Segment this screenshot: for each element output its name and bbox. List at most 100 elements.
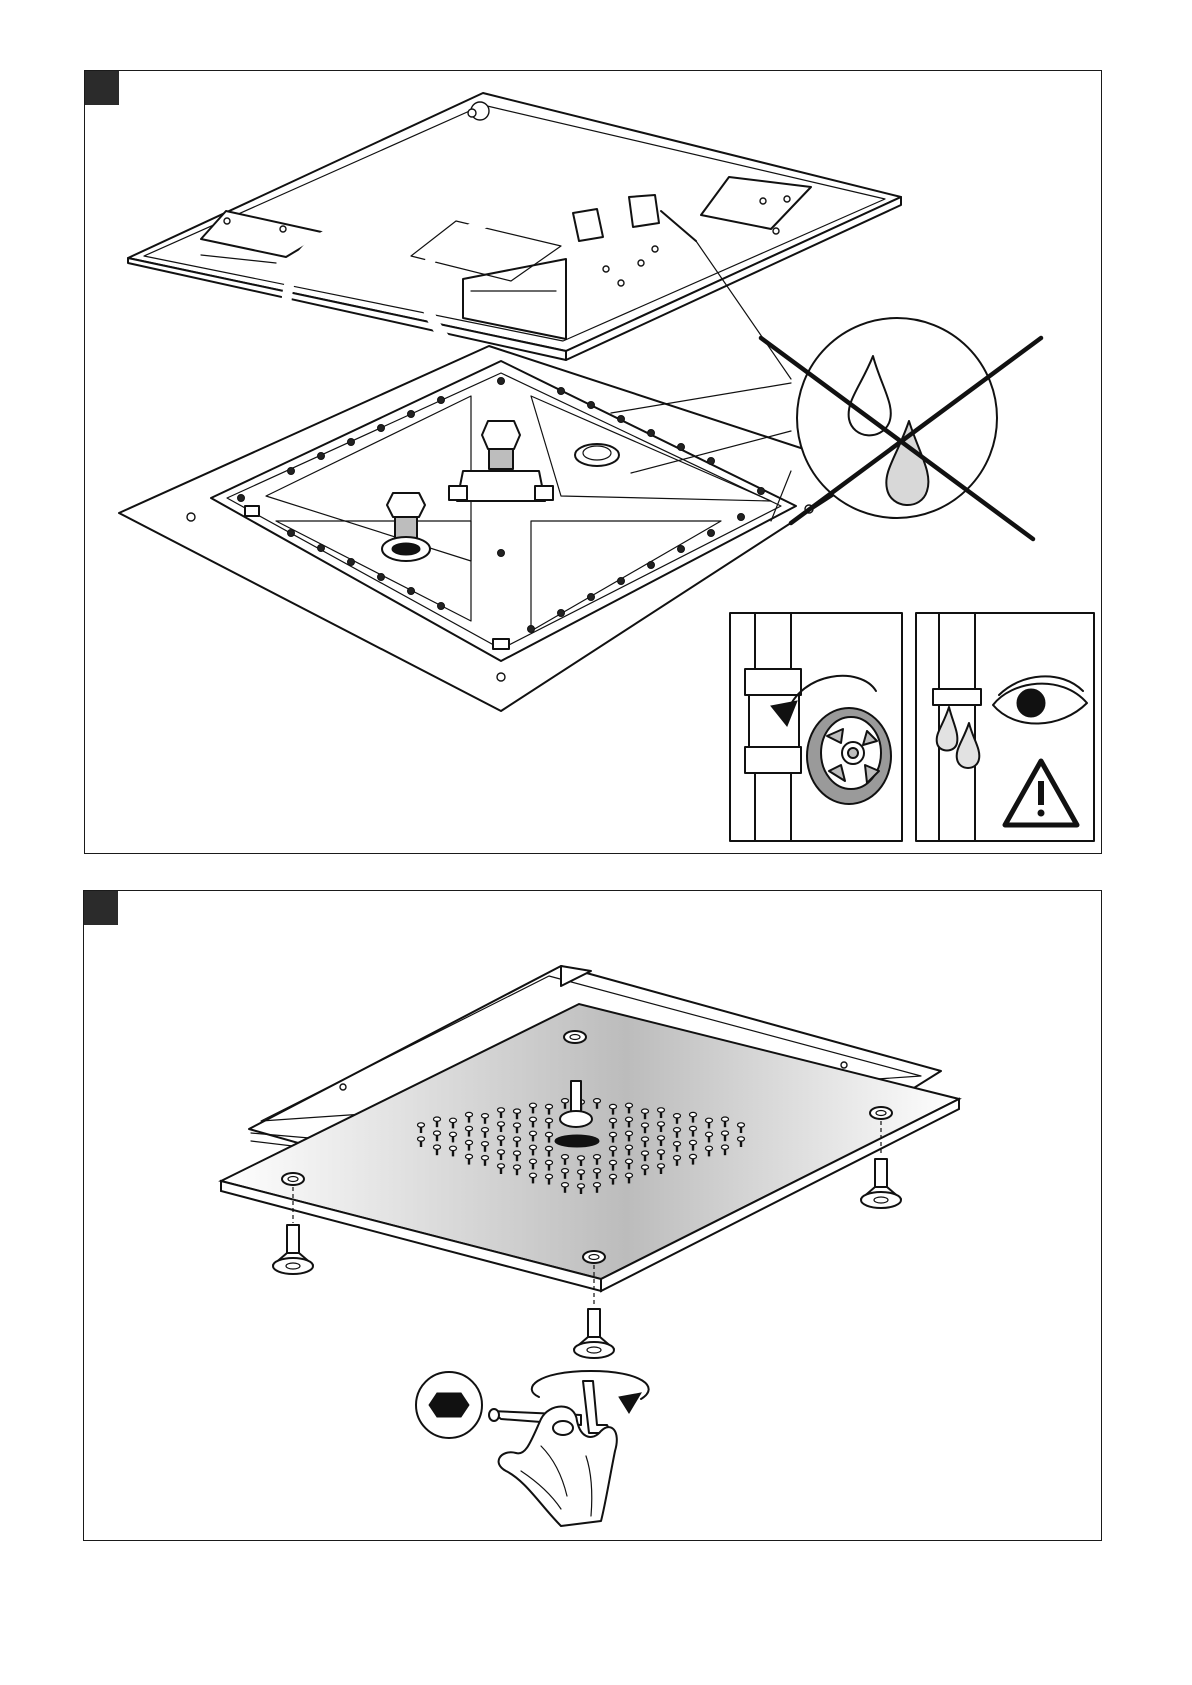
nozzle — [690, 1154, 697, 1158]
nozzle — [706, 1146, 713, 1150]
nozzle — [610, 1174, 617, 1178]
nozzle — [546, 1104, 553, 1108]
nozzle — [610, 1146, 617, 1150]
nozzle — [418, 1123, 425, 1127]
nozzle — [578, 1184, 585, 1188]
step-number-marker — [84, 891, 118, 925]
nozzle — [626, 1117, 633, 1121]
nozzle — [642, 1137, 649, 1141]
nozzle — [434, 1145, 441, 1149]
nozzle — [546, 1118, 553, 1122]
nozzle — [658, 1164, 665, 1168]
valve-open-icon — [730, 613, 902, 841]
nozzle — [498, 1150, 505, 1154]
nozzle — [658, 1108, 665, 1112]
nozzle — [466, 1112, 473, 1116]
nozzle — [610, 1160, 617, 1164]
nozzle — [434, 1117, 441, 1121]
nozzle — [482, 1114, 489, 1118]
hex-socket-icon — [416, 1372, 482, 1438]
nozzle — [610, 1132, 617, 1136]
nozzle — [434, 1131, 441, 1135]
nozzle — [626, 1173, 633, 1177]
nozzle — [642, 1123, 649, 1127]
nozzle — [578, 1156, 585, 1160]
nozzle — [466, 1126, 473, 1130]
nozzle — [642, 1109, 649, 1113]
nozzle — [674, 1114, 681, 1118]
nozzle — [722, 1117, 729, 1121]
nozzle — [514, 1165, 521, 1169]
nozzle — [482, 1142, 489, 1146]
nozzle — [594, 1169, 601, 1173]
nozzle — [514, 1151, 521, 1155]
nozzle — [450, 1146, 457, 1150]
nozzle — [706, 1132, 713, 1136]
nozzle — [562, 1169, 569, 1173]
nozzle — [546, 1132, 553, 1136]
installation-figure-2 — [84, 891, 1101, 1540]
step-number-marker — [85, 71, 119, 105]
nozzle — [594, 1155, 601, 1159]
nozzle — [578, 1170, 585, 1174]
nozzle — [498, 1136, 505, 1140]
nozzle — [530, 1159, 537, 1163]
nozzle — [658, 1150, 665, 1154]
nozzle — [546, 1146, 553, 1150]
nozzle — [658, 1136, 665, 1140]
countersunk-screw-icon — [574, 1309, 614, 1358]
nozzle — [674, 1128, 681, 1132]
nozzle — [738, 1123, 745, 1127]
nozzle — [690, 1140, 697, 1144]
nozzle — [482, 1156, 489, 1160]
nozzle — [514, 1137, 521, 1141]
nozzle — [530, 1103, 537, 1107]
nozzle — [642, 1151, 649, 1155]
installation-figure-1 — [85, 71, 1101, 853]
nozzle — [722, 1131, 729, 1135]
nozzle — [482, 1128, 489, 1132]
nozzle — [498, 1108, 505, 1112]
nozzle — [498, 1164, 505, 1168]
nozzle — [466, 1140, 473, 1144]
nozzle — [514, 1123, 521, 1127]
step-panel-1 — [84, 70, 1102, 854]
nozzle — [610, 1118, 617, 1122]
nozzle — [626, 1103, 633, 1107]
nozzle — [626, 1131, 633, 1135]
nozzle — [514, 1109, 521, 1113]
nozzle — [418, 1137, 425, 1141]
nozzle — [642, 1165, 649, 1169]
countersunk-screw-icon — [861, 1159, 901, 1208]
nozzle — [466, 1154, 473, 1158]
countersunk-screw-icon — [273, 1225, 313, 1274]
nozzle — [706, 1118, 713, 1122]
nozzle — [450, 1118, 457, 1122]
nozzle — [674, 1142, 681, 1146]
nozzle — [690, 1112, 697, 1116]
nozzle — [594, 1183, 601, 1187]
nozzle — [626, 1159, 633, 1163]
nozzle — [450, 1132, 457, 1136]
nozzle — [690, 1126, 697, 1130]
shower-head-body — [128, 93, 901, 360]
nozzle — [530, 1117, 537, 1121]
nozzle — [546, 1160, 553, 1164]
nozzle — [562, 1183, 569, 1187]
rotation-arrow-icon — [532, 1371, 649, 1413]
nozzle — [722, 1145, 729, 1149]
nozzle — [562, 1155, 569, 1159]
nozzle — [610, 1104, 617, 1108]
nozzle — [594, 1099, 601, 1103]
step-panel-2 — [83, 890, 1102, 1541]
nozzle — [530, 1145, 537, 1149]
nozzle — [546, 1174, 553, 1178]
nozzle — [562, 1099, 569, 1103]
nozzle — [530, 1173, 537, 1177]
nozzle — [530, 1131, 537, 1135]
nozzle — [674, 1156, 681, 1160]
nozzle — [626, 1145, 633, 1149]
nozzle — [738, 1137, 745, 1141]
nozzle — [658, 1122, 665, 1126]
nozzle — [498, 1122, 505, 1126]
